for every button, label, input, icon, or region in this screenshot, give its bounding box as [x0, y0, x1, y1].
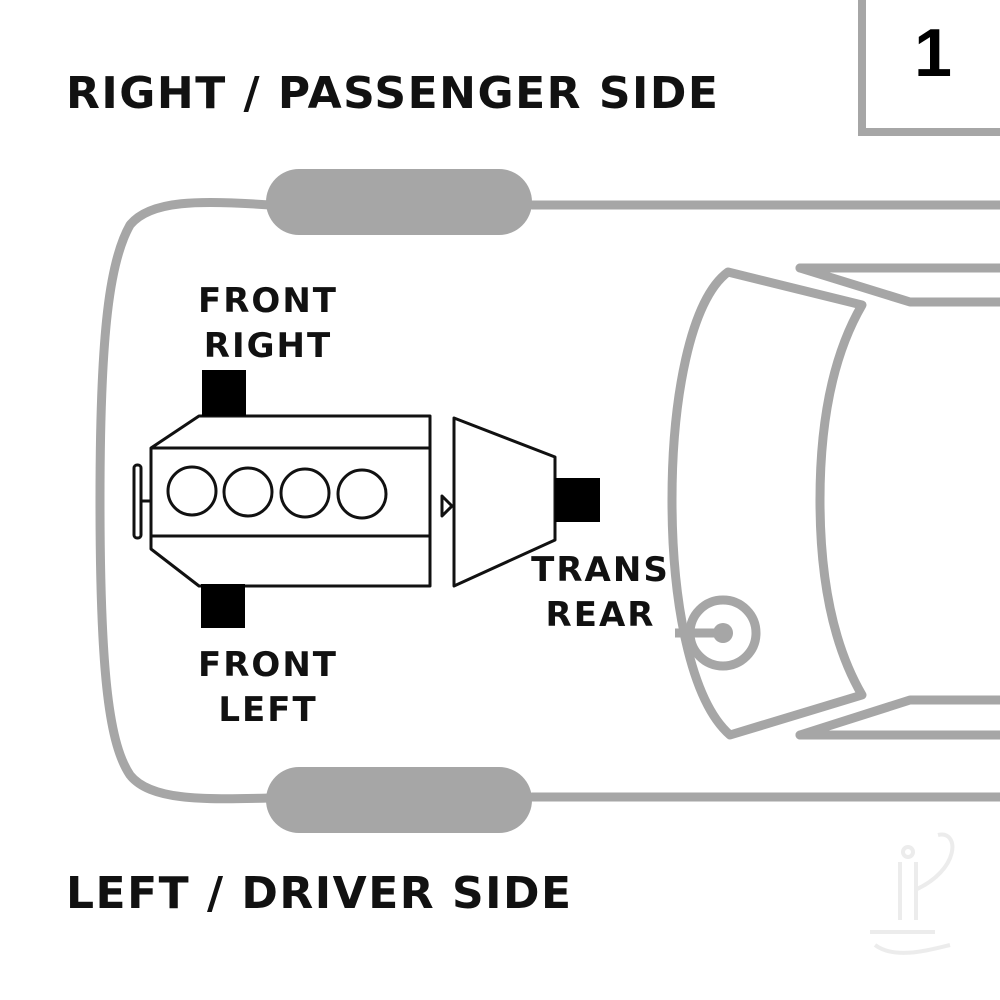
- cylinders: [166, 465, 388, 520]
- front-right-label-line2: RIGHT: [203, 326, 333, 366]
- figure-number-box: [858, 0, 1000, 136]
- tires: [266, 169, 532, 833]
- mount-front-left: [201, 584, 245, 628]
- tire-front-right: [266, 169, 532, 235]
- tire-front-left: [266, 767, 532, 833]
- crank-pulley: [132, 463, 143, 540]
- transmission: [440, 416, 557, 588]
- trans-rear-label-line1: TRANS: [531, 550, 670, 590]
- watermark-logo-icon: [870, 832, 955, 955]
- figure-number: 1: [914, 15, 952, 91]
- front-left-label-line2: LEFT: [218, 690, 318, 730]
- trans-rear-label: TRANS REAR: [528, 548, 673, 638]
- front-right-label-line1: FRONT: [198, 281, 338, 321]
- steering-wheel-icon: [675, 595, 761, 671]
- front-left-label: FRONT LEFT: [193, 643, 343, 733]
- trans-rear-label-line2: REAR: [545, 595, 656, 635]
- passenger-side-label: RIGHT / PASSENGER SIDE: [66, 68, 720, 119]
- mounts: [201, 370, 600, 628]
- mount-front-right: [202, 370, 246, 416]
- mount-trans-rear: [555, 478, 600, 522]
- driver-side-label: LEFT / DRIVER SIDE: [66, 868, 573, 919]
- vehicle-outline: [95, 197, 1000, 804]
- front-right-label: FRONT RIGHT: [193, 279, 343, 369]
- front-left-label-line1: FRONT: [198, 645, 338, 685]
- engine-block: [132, 414, 432, 588]
